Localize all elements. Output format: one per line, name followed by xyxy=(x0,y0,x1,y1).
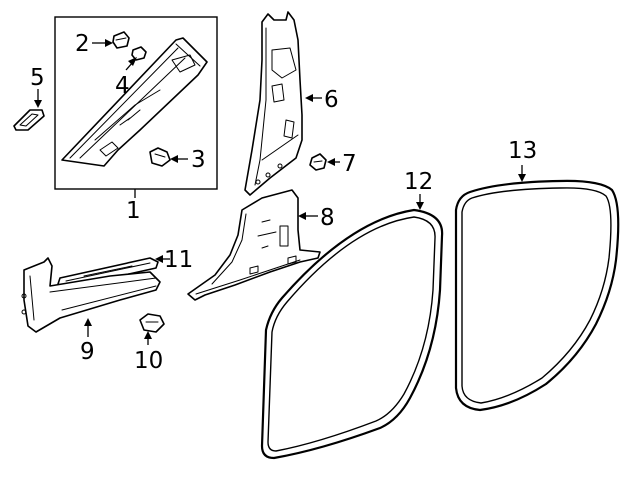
part-9-sill-trim[interactable] xyxy=(21,257,161,333)
callout-12[interactable]: 12 xyxy=(404,169,433,195)
callout-6[interactable]: 6 xyxy=(324,87,339,113)
part-1-a-pillar-trim[interactable] xyxy=(61,37,208,167)
part-12-front-door-weatherstrip[interactable] xyxy=(260,208,444,460)
part-7-arrowhead xyxy=(327,158,335,166)
part-6-arrowhead xyxy=(305,94,313,102)
part-5-grommet[interactable] xyxy=(13,109,45,131)
callout-13[interactable]: 13 xyxy=(508,138,537,164)
part-2-clip[interactable] xyxy=(112,31,130,49)
part-3-clip[interactable] xyxy=(149,147,171,167)
part-7-clip[interactable] xyxy=(309,153,327,171)
part-11-arrowhead xyxy=(155,255,163,263)
callout-7[interactable]: 7 xyxy=(342,151,357,177)
part-3-arrowhead xyxy=(170,155,178,163)
callout-8[interactable]: 8 xyxy=(320,205,335,231)
part-13-arrowhead xyxy=(518,174,526,182)
part-8-b-pillar-lower-trim[interactable] xyxy=(187,189,321,301)
part-6-b-pillar-upper-trim[interactable] xyxy=(244,11,303,196)
part-1-group-box xyxy=(54,16,218,190)
callout-4[interactable]: 4 xyxy=(115,73,130,99)
callout-2[interactable]: 2 xyxy=(75,31,90,57)
callout-9[interactable]: 9 xyxy=(80,339,95,365)
callout-1[interactable]: 1 xyxy=(126,198,141,224)
part-12-arrowhead xyxy=(416,202,424,210)
part-2-arrowhead xyxy=(105,39,113,47)
part-4-arrowhead xyxy=(128,57,137,66)
callout-10[interactable]: 10 xyxy=(134,348,163,374)
part-9-arrowhead xyxy=(84,318,92,326)
callout-11[interactable]: 11 xyxy=(164,247,193,273)
part-8-arrowhead xyxy=(298,212,306,220)
callout-5[interactable]: 5 xyxy=(30,65,45,91)
part-13-rear-door-weatherstrip[interactable] xyxy=(454,179,620,412)
part-5-arrowhead xyxy=(34,100,42,108)
part-10-clip[interactable] xyxy=(139,313,165,333)
part-10-arrowhead xyxy=(144,331,152,339)
part-4-clip[interactable] xyxy=(131,46,147,61)
callout-3[interactable]: 3 xyxy=(191,147,206,173)
